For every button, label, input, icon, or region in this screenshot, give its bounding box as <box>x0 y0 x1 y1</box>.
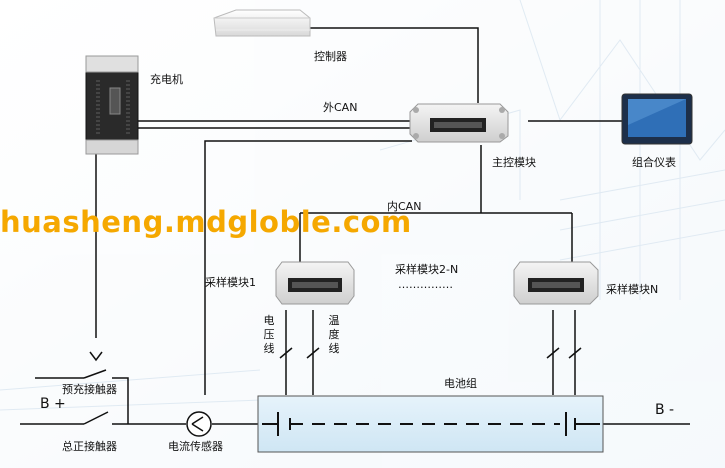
controller-device-icon <box>213 9 311 37</box>
sample-module-1-icon <box>275 261 355 305</box>
battery-pack-label: 电池组 <box>444 377 477 390</box>
internal-can-label: 内CAN <box>387 200 422 213</box>
current-sensor-label: 电流传感器 <box>168 440 223 453</box>
sample-module-n-label: 采样模块N <box>606 283 659 296</box>
wire-ticks <box>279 347 582 359</box>
contactor-switches <box>83 369 109 425</box>
b-plus-terminal: B + <box>40 396 66 412</box>
main-control-label: 主控模块 <box>492 156 536 169</box>
instrument-cluster-icon <box>621 93 693 145</box>
main-control-ecu-icon <box>409 103 509 143</box>
temperature-line-label: 温度线 <box>328 314 340 355</box>
b-minus-terminal: B - <box>655 402 675 418</box>
main-positive-contactor-label: 总正接触器 <box>62 440 117 453</box>
controller-label: 控制器 <box>314 50 347 63</box>
instrument-label: 组合仪表 <box>632 156 676 169</box>
watermark-text: huasheng.mdgloble.com <box>0 205 412 239</box>
current-sensor-icon <box>186 411 212 437</box>
arrow-down-icon <box>89 351 103 362</box>
ellipsis-dots: …………… <box>398 278 453 291</box>
sample-module-1-label: 采样模块1 <box>205 276 256 289</box>
charger-label: 充电机 <box>150 73 183 86</box>
battery-pack-box <box>257 395 604 453</box>
voltage-line-label: 电压线 <box>263 314 275 355</box>
sample-module-n-icon <box>513 261 599 305</box>
external-can-label: 外CAN <box>323 101 358 114</box>
precharge-contactor-label: 预充接触器 <box>62 383 117 396</box>
charger-device-icon <box>85 55 139 155</box>
sample-module-2-n-label: 采样模块2-N <box>395 263 459 276</box>
